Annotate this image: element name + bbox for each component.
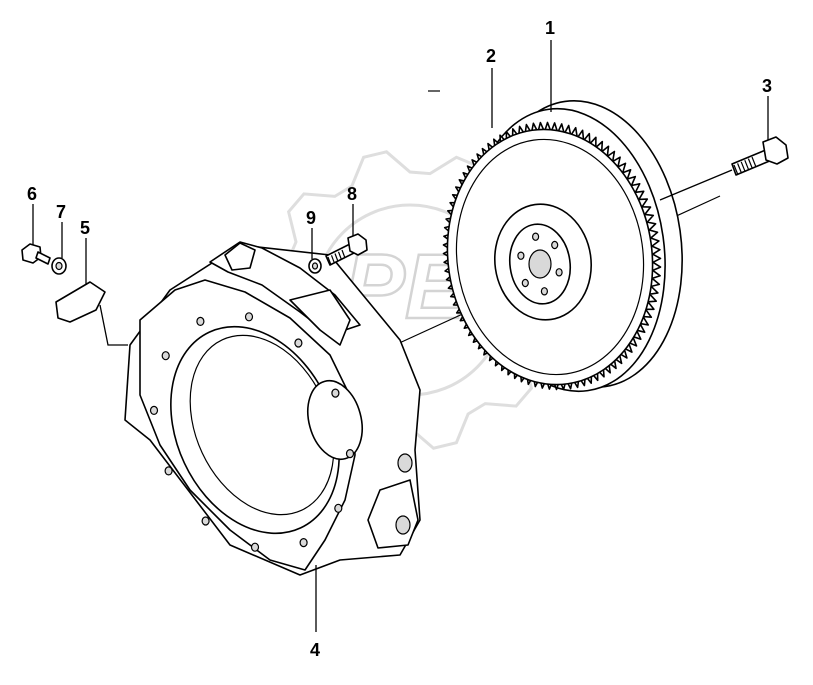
housing-bolt-hole (201, 516, 210, 526)
bolt-head (762, 136, 789, 165)
small-washer (308, 258, 322, 274)
thread-line (747, 158, 753, 169)
cover-plate (55, 281, 128, 346)
callout-9: 9 (306, 208, 316, 228)
housing-bolt-hole (345, 449, 355, 459)
flywheel-bolt-hole (531, 232, 540, 241)
housing-bolt-hole (299, 537, 308, 548)
housing-bolt-hole (334, 503, 343, 513)
housing-side-flange (289, 289, 351, 346)
washer (51, 257, 67, 275)
cover-plate-leader-to-housing (99, 304, 128, 346)
flywheel-bolt-hole (555, 268, 563, 277)
thread-line (740, 161, 746, 173)
callout-2: 2 (486, 46, 496, 66)
housing-bolt-hole (294, 338, 303, 348)
callout-4: 4 (310, 640, 320, 660)
thread-line (337, 251, 343, 261)
thread-line (733, 164, 739, 176)
callout-6: 6 (27, 184, 37, 204)
thread-line (744, 159, 750, 171)
flywheel-bolt-hole (517, 251, 525, 260)
ring-gear-inner-edge (455, 138, 645, 376)
small-bolt (21, 243, 51, 265)
housing-bolt-hole (331, 388, 340, 398)
housing-boss-bore-upper (397, 453, 413, 473)
thread-line (327, 256, 332, 266)
housing-bolt-hole (196, 316, 205, 326)
callout-5: 5 (80, 218, 90, 238)
thread-line (737, 163, 743, 174)
callout-7: 7 (56, 202, 66, 222)
cover-plate-body (55, 281, 106, 323)
flywheel-center-bore (528, 249, 552, 279)
small-bolt-shank (35, 251, 51, 265)
bolt-axis (659, 169, 733, 201)
thread-line (341, 249, 346, 259)
housing-bolt-hole (250, 542, 260, 552)
housing-bolt-hole (244, 312, 254, 322)
housing-bolt-threads (327, 249, 346, 266)
housing-bolt-head (347, 233, 368, 256)
housing-bolt-hole (164, 466, 173, 476)
small-washer-hole (311, 262, 319, 270)
housing-starter-opening (307, 379, 363, 461)
flywheel-bolt-hole (521, 278, 529, 288)
housing-bolt-hole (149, 405, 159, 415)
thread-line (751, 156, 757, 168)
flywheel-bolt (659, 136, 789, 201)
housing-bolt (325, 233, 368, 266)
flywheel-bolt-hole (540, 287, 549, 296)
thread-line (330, 255, 336, 264)
callout-3: 3 (762, 76, 772, 96)
callout-1: 1 (545, 18, 555, 38)
bolt-threads (733, 156, 757, 176)
housing-bolt-hole (161, 351, 170, 361)
flywheel-bolt-hole (551, 240, 559, 250)
flywheel-assembly (442, 99, 683, 393)
housing-top-lug (224, 242, 256, 271)
flywheel-housing (124, 241, 421, 576)
washer-hole (55, 261, 63, 271)
thread-line (334, 253, 339, 262)
leader-lines (32, 40, 769, 632)
housing-bolt-holes (149, 312, 355, 552)
callout-8: 8 (347, 184, 357, 204)
housing-boss-bore-lower (395, 515, 411, 535)
flywheel-bolt-holes (517, 232, 563, 296)
callout-labels: 1 2 3 4 5 6 7 8 9 (27, 18, 772, 660)
